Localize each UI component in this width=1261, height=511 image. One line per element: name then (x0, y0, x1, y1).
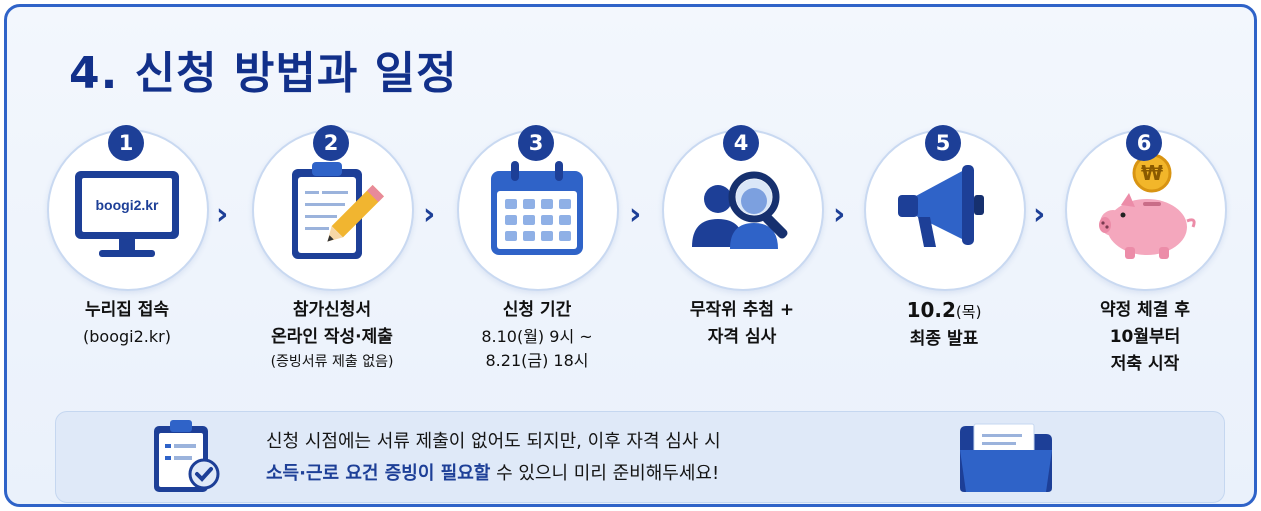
people-search-icon (692, 171, 788, 249)
step-title-line2: 자격 심사 (707, 327, 777, 347)
step-number: 5 (925, 125, 961, 161)
won-coin-symbol: ₩ (1141, 161, 1163, 185)
step-title: 신청 기간 (502, 300, 572, 320)
step-date: 10.2 (906, 298, 956, 322)
step-6: 6 ₩ 약정 체결 후 10월부터 저축 시작 (1060, 125, 1230, 395)
step-title: 누리집 접속 (84, 300, 170, 320)
step-title-line2: 온라인 작성·제출 (271, 327, 393, 347)
step-title-line2: 10월부터 (1109, 327, 1181, 347)
step-label: 신청 기간 8.10(월) 9시 ~ 8.21(금) 18시 (427, 297, 647, 372)
megaphone-icon (898, 165, 984, 247)
step-label: 10.2(목) 최종 발표 (834, 297, 1054, 353)
notice-box: 신청 시점에는 서류 제출이 없어도 되지만, 이후 자격 심사 시 소득·근로… (55, 411, 1225, 503)
chevron-right-icon: › (1033, 197, 1046, 232)
step-weekday: (목) (955, 303, 982, 321)
step-2: 2 참가신청서 온라인 작성·제출 (증빙서류 제출 없음) (247, 125, 417, 395)
step-note: (증빙서류 제출 없음) (270, 354, 394, 370)
notice-line-1: 신청 시점에는 서류 제출이 없어도 되지만, 이후 자격 심사 시 (266, 431, 721, 452)
chevron-right-icon: › (629, 197, 642, 232)
chevron-right-icon: › (423, 197, 436, 232)
step-title: 최종 발표 (909, 329, 979, 349)
step-title: 참가신청서 (292, 300, 372, 320)
monitor-url-text: boogi2.kr (95, 197, 159, 213)
step-date-end: 8.21(금) 18시 (485, 351, 589, 370)
step-3: 3 신청 기간 8.10(월) 9시 ~ 8.21(금) 18시 (452, 125, 622, 395)
step-date-start: 8.10(월) 9시 ~ (481, 327, 593, 346)
step-1: 1 boogi2.kr 누리집 접속 (boogi2.kr) (42, 125, 212, 395)
step-number: 3 (518, 125, 554, 161)
notice-highlight: 소득·근로 요건 증빙이 필요할 (266, 463, 491, 484)
step-title: 약정 체결 후 (1099, 300, 1191, 320)
step-label: 누리집 접속 (boogi2.kr) (17, 297, 237, 351)
calendar-icon (491, 161, 583, 255)
step-label: 참가신청서 온라인 작성·제출 (증빙서류 제출 없음) (222, 297, 442, 374)
computer-monitor-icon: boogi2.kr (75, 171, 179, 257)
step-number: 2 (313, 125, 349, 161)
step-number: 1 (108, 125, 144, 161)
step-number: 6 (1126, 125, 1162, 161)
infographic-panel: 4. 신청 방법과 일정 1 boogi2.kr 누리집 접속 (boogi2.… (4, 4, 1257, 507)
step-4: 4 무작위 추첨 + 자격 심사 (657, 125, 827, 395)
step-title: 무작위 추첨 + (689, 300, 795, 320)
notice-text: 신청 시점에는 서류 제출이 없어도 되지만, 이후 자격 심사 시 소득·근로… (266, 426, 926, 490)
step-5: 5 10.2(목) 최종 발표 (859, 125, 1029, 395)
chevron-right-icon: › (833, 197, 846, 232)
step-label: 무작위 추첨 + 자격 심사 (632, 297, 852, 351)
notice-line-2: 수 있으니 미리 준비해두세요! (490, 463, 720, 484)
clipboard-check-icon (154, 420, 220, 492)
step-number: 4 (723, 125, 759, 161)
clipboard-pencil-icon (292, 162, 384, 259)
step-title-line3: 저축 시작 (1110, 354, 1180, 374)
chevron-right-icon: › (216, 197, 229, 232)
folder-icon (960, 423, 1052, 492)
page-title: 4. 신청 방법과 일정 (69, 48, 458, 99)
piggy-bank-coin-icon: ₩ (1099, 153, 1196, 259)
step-url: (boogi2.kr) (83, 327, 171, 346)
step-label: 약정 체결 후 10월부터 저축 시작 (1035, 297, 1255, 378)
